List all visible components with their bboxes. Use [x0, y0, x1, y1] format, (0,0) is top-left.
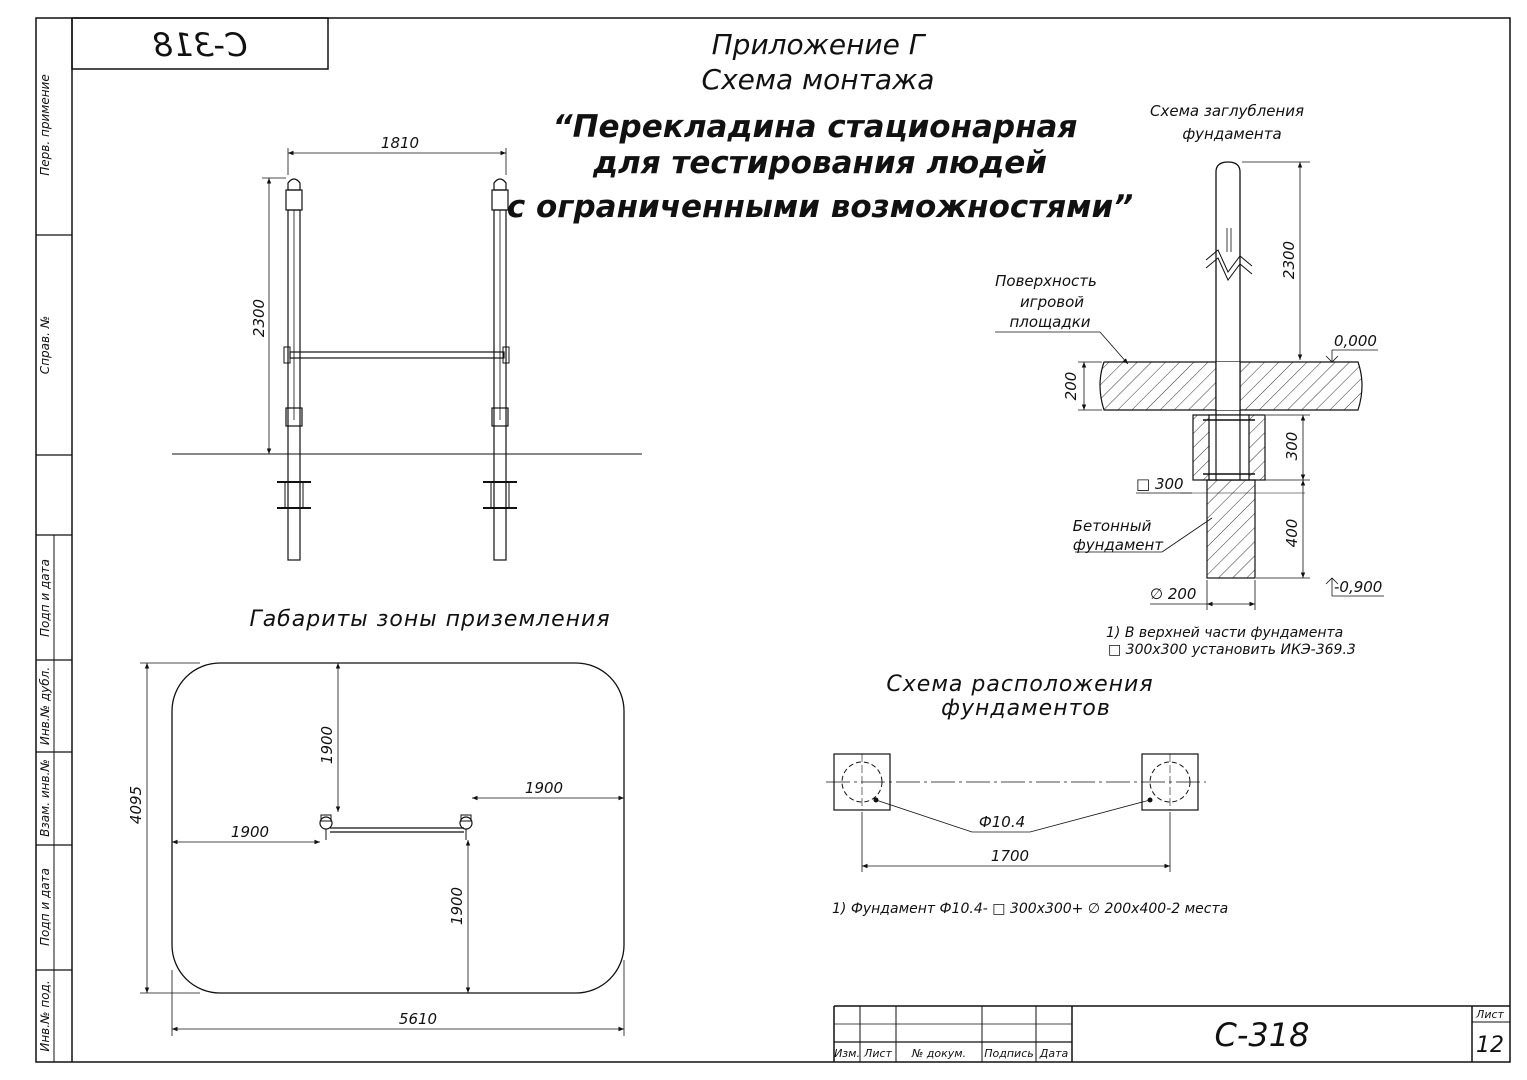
layout-title-line2: фундаментов: [941, 696, 1111, 721]
zone-width-dim: 5610: [399, 1010, 437, 1028]
landing-zone-title: Габариты зоны приземления: [249, 607, 610, 632]
product-title-line3: с ограниченными возможностями”: [507, 189, 1133, 225]
depth-note-line2: □ 300х300 установить ИКЭ-369.3: [1108, 642, 1356, 658]
surface-thickness-dim: 200: [1062, 372, 1080, 401]
code-box-top: С-318: [71, 17, 329, 70]
side-label-orig-inv: Инв.№ под.: [38, 980, 52, 1051]
drawing-code: С-318: [1215, 1016, 1310, 1054]
level-top-mark: 0,000: [1334, 332, 1377, 350]
square-size-label: □ 300: [1136, 475, 1184, 493]
zone-top-margin-dim: 1900: [318, 726, 336, 764]
concrete-label-line1: Бетонный: [1073, 517, 1152, 535]
depth-note-line1: 1) В верхней части фундамента: [1106, 625, 1343, 641]
depth-title-line2: фундамента: [1182, 125, 1281, 143]
side-label-sign-date-2: Подп и дата: [38, 868, 52, 946]
scheme-title: Схема монтажа: [702, 63, 935, 96]
concrete-pile: [1206, 479, 1256, 579]
sheet-label: Лист: [1475, 1008, 1504, 1021]
landing-zone-outline: [171, 662, 625, 994]
product-title-line2: для тестирования людей: [592, 145, 1047, 181]
pile-height-dim: 400: [1283, 519, 1301, 548]
zone-bottom-margin-dim: 1900: [448, 887, 466, 925]
layout-title-line1: Схема расположения: [886, 672, 1153, 697]
side-stamp: Перв. примение Справ. № Подп и дата Инв.…: [38, 74, 52, 1051]
side-label-repl-inv: Взам. инв.№: [38, 759, 52, 837]
col-signature: Подпись: [984, 1047, 1033, 1060]
front-view: 1810 2300: [172, 134, 642, 561]
layout-note: 1) Фундамент Ф10.4- □ 300х300+ ∅ 200х400…: [832, 901, 1228, 917]
left-post: [277, 178, 311, 561]
diameter-label: ∅ 200: [1150, 585, 1196, 603]
sheet-frame: [35, 17, 1511, 1063]
side-label-ref-no: Справ. №: [38, 316, 52, 374]
product-title-line1: “Перекладина стационарная: [553, 109, 1078, 145]
zone-left-margin-dim: 1900: [231, 823, 269, 841]
front-width-dim: 1810: [381, 134, 419, 152]
side-label-first-use: Перв. примение: [38, 74, 52, 175]
col-date: Дата: [1039, 1047, 1069, 1060]
zone-right-margin-dim: 1900: [525, 779, 563, 797]
foundation-layout: Схема расположения фундаментов Ф10.4 170…: [826, 672, 1228, 917]
front-height-dim: 2300: [250, 299, 268, 337]
surface-label-line3: площадки: [1009, 313, 1090, 331]
zone-height-dim: 4095: [127, 786, 145, 824]
col-sheet: Лист: [863, 1047, 892, 1060]
col-change: Изм.: [834, 1047, 860, 1060]
side-label-sign-date-1: Подп и дата: [38, 559, 52, 637]
depth-scheme: Схема заглубления фундамента Поверхность…: [995, 102, 1384, 658]
code-mirrored: С-318: [153, 26, 248, 64]
surface-label-line1: Поверхность: [995, 272, 1097, 290]
surface-label-line2: игровой: [1020, 293, 1084, 311]
side-label-dup-inv: Инв.№ дубл.: [38, 667, 52, 745]
crossbar: [289, 351, 505, 359]
foundation-spacing-dim: 1700: [991, 847, 1029, 865]
sheet-number: 12: [1476, 1033, 1504, 1058]
depth-height-above-dim: 2300: [1280, 241, 1298, 279]
header: Приложение Г Схема монтажа “Перекладина …: [507, 28, 1133, 225]
appendix-title: Приложение Г: [712, 28, 927, 61]
foundation-mark: Ф10.4: [979, 813, 1025, 831]
landing-zone: Габариты зоны приземления 4095 5610 1900…: [127, 607, 625, 1036]
title-block: Изм. Лист № докум. Подпись Дата С-318 Ли…: [833, 1005, 1510, 1062]
col-doc-no: № докум.: [911, 1047, 966, 1060]
plate-height-dim: 300: [1283, 432, 1301, 461]
landing-zone-equipment: [319, 814, 473, 840]
depth-title-line1: Схема заглубления: [1150, 102, 1304, 120]
right-post: [483, 178, 517, 561]
level-bottom-mark: -0,900: [1334, 578, 1382, 596]
concrete-label-line2: фундамент: [1073, 536, 1164, 554]
